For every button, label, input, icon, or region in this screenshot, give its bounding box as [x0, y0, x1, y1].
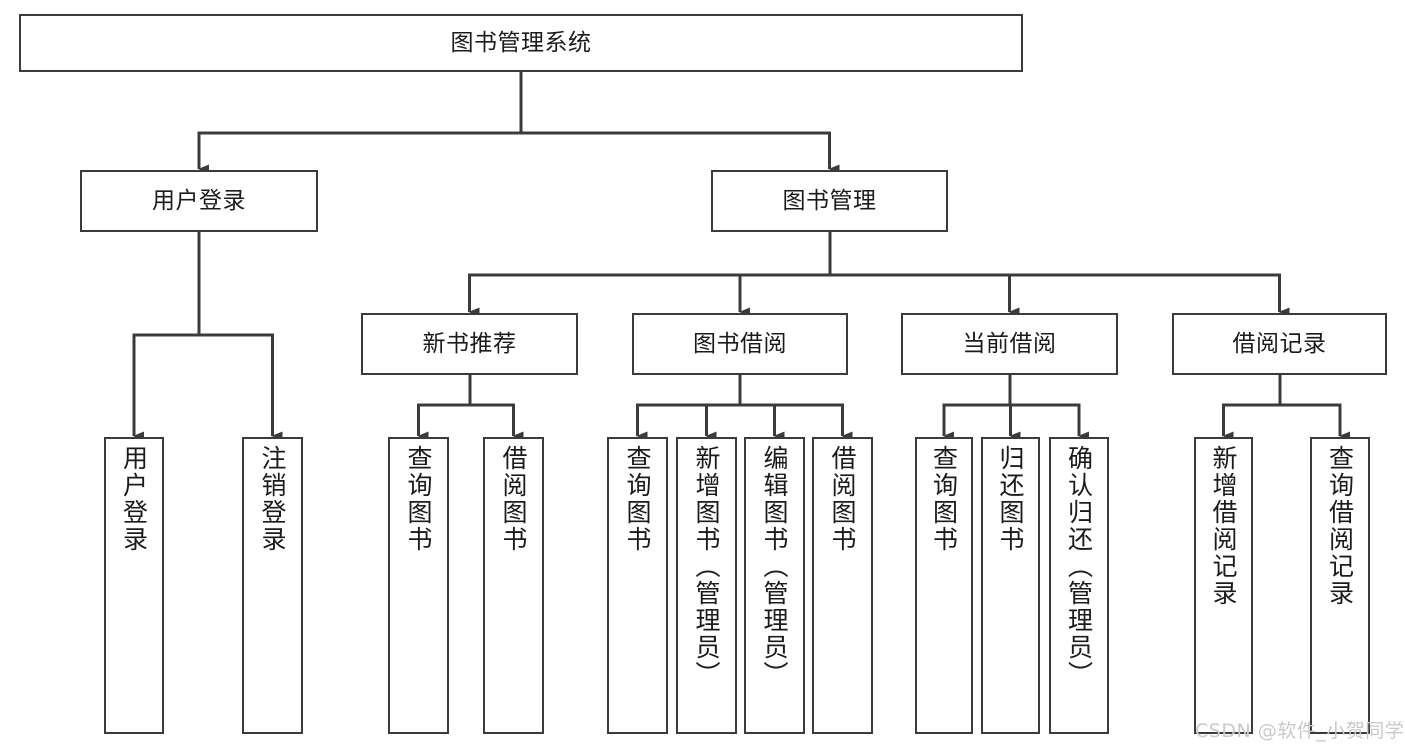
node-label-leaf_query2: 查询图书 [623, 445, 652, 553]
node-leaf_query1[interactable]: 查询图书 [388, 437, 449, 734]
node-label-user_login: 用户登录 [152, 187, 246, 214]
node-label-book_borrow: 图书借阅 [693, 330, 787, 357]
node-label-leaf_logout: 注销登录 [258, 445, 287, 553]
node-leaf_edit_book[interactable]: 编辑图书（管理员） [744, 437, 805, 734]
node-new_rec[interactable]: 新书推荐 [361, 313, 578, 375]
node-book_borrow[interactable]: 图书借阅 [632, 313, 848, 375]
node-user_login[interactable]: 用户登录 [80, 170, 318, 232]
node-label-leaf_query3: 查询图书 [929, 445, 959, 553]
node-label-book_manage: 图书管理 [782, 187, 877, 214]
node-borrow_rec[interactable]: 借阅记录 [1172, 313, 1387, 375]
node-root[interactable]: 图书管理系统 [19, 14, 1023, 72]
node-label-new_rec: 新书推荐 [422, 330, 517, 357]
node-leaf_query3[interactable]: 查询图书 [915, 437, 973, 734]
node-label-leaf_qry_rec: 查询借阅记录 [1325, 445, 1355, 607]
node-leaf_return[interactable]: 归还图书 [981, 437, 1040, 734]
node-leaf_borrow1[interactable]: 借阅图书 [483, 437, 544, 734]
node-label-leaf_add_rec: 新增借阅记录 [1209, 445, 1238, 607]
node-label-leaf_confirm: 确认归还（管理员） [1064, 445, 1094, 688]
node-label-leaf_query1: 查询图书 [404, 445, 433, 553]
node-label-leaf_edit_book: 编辑图书（管理员） [760, 445, 789, 688]
node-leaf_add_rec[interactable]: 新增借阅记录 [1194, 437, 1253, 734]
node-leaf_query2[interactable]: 查询图书 [607, 437, 668, 734]
node-label-leaf_login: 用户登录 [119, 445, 149, 553]
node-label-cur_borrow: 当前借阅 [962, 330, 1057, 357]
node-leaf_borrow2[interactable]: 借阅图书 [812, 437, 873, 734]
node-label-leaf_add_book: 新增图书（管理员） [692, 445, 721, 688]
node-label-leaf_borrow1: 借阅图书 [499, 445, 528, 553]
node-label-leaf_borrow2: 借阅图书 [828, 445, 857, 553]
node-label-root: 图书管理系统 [450, 29, 592, 56]
node-label-borrow_rec: 借阅记录 [1232, 330, 1327, 357]
node-leaf_login[interactable]: 用户登录 [104, 437, 164, 734]
node-leaf_logout[interactable]: 注销登录 [242, 437, 303, 734]
node-book_manage[interactable]: 图书管理 [711, 170, 948, 232]
node-leaf_confirm[interactable]: 确认归还（管理员） [1049, 437, 1109, 734]
node-leaf_add_book[interactable]: 新增图书（管理员） [676, 437, 737, 734]
node-leaf_qry_rec[interactable]: 查询借阅记录 [1310, 437, 1370, 734]
node-label-leaf_return: 归还图书 [996, 445, 1025, 553]
connector-lines [132, 72, 1350, 441]
node-cur_borrow[interactable]: 当前借阅 [901, 313, 1118, 375]
